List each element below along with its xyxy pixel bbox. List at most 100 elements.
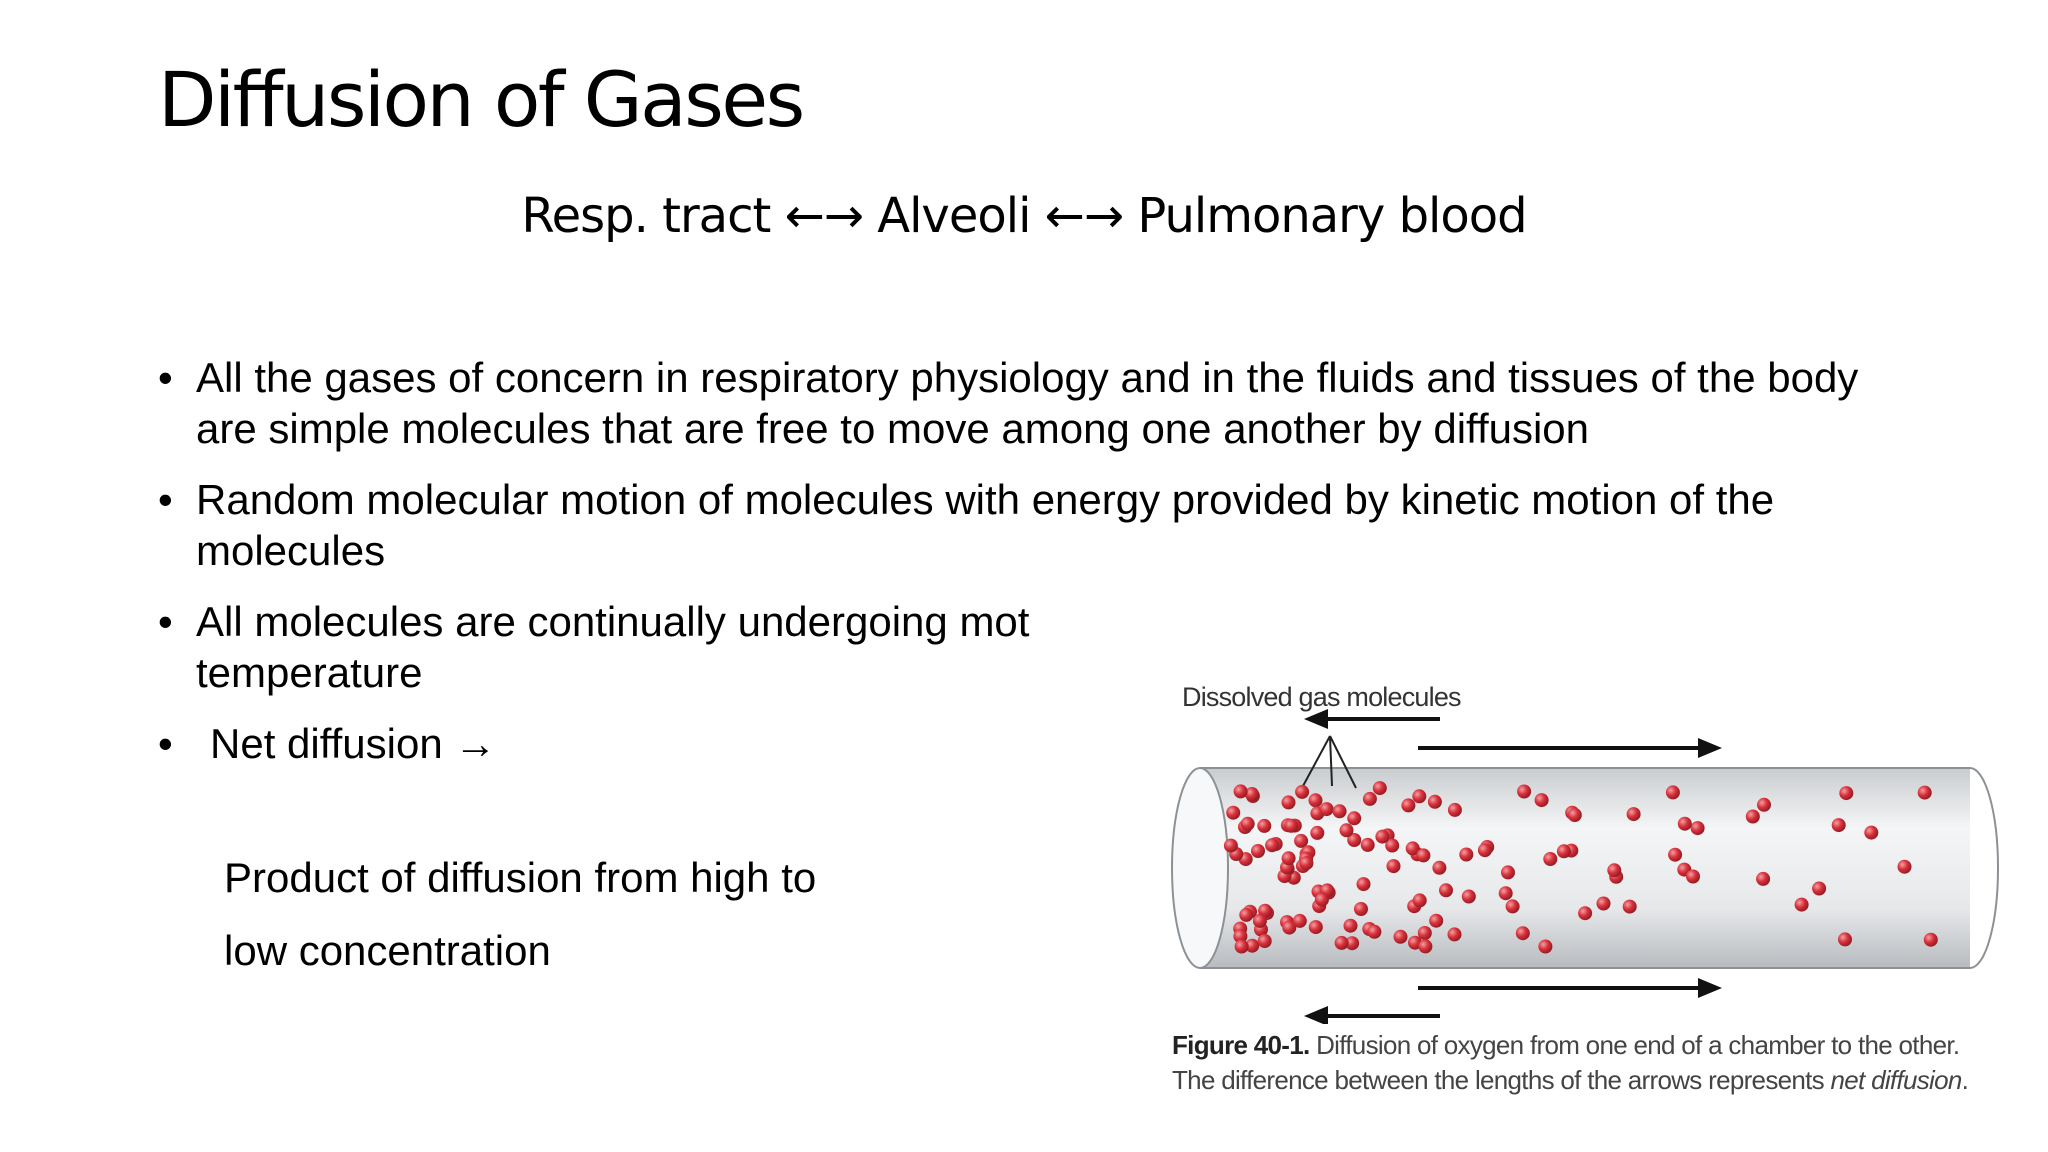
gas-molecule [1372, 781, 1387, 796]
top-left-arrow [1304, 709, 1440, 729]
gas-molecule [1360, 837, 1375, 852]
bullet-item: • All the gases of concern in respirator… [158, 352, 1918, 454]
bullet-list: • All the gases of concern in respirator… [158, 352, 1918, 769]
gas-molecule [1294, 833, 1309, 848]
gas-molecule [1319, 802, 1334, 817]
gas-molecule [1864, 825, 1879, 840]
gas-molecule [1332, 804, 1347, 819]
gas-molecule [1429, 913, 1444, 928]
gas-molecule [1345, 936, 1360, 951]
gas-molecule [1375, 829, 1390, 844]
figure-label: Dissolved gas molecules [1182, 682, 1462, 712]
gas-molecule [1812, 881, 1827, 896]
gas-molecule [1897, 859, 1912, 874]
gas-molecule [1367, 924, 1382, 939]
gas-molecule [1677, 816, 1692, 831]
bullet-marker: • [158, 354, 173, 401]
gas-molecule [1665, 785, 1680, 800]
gas-molecule [1292, 913, 1307, 928]
gas-molecule [1690, 821, 1705, 836]
figure-caption: Figure 40-1. Diffusion of oxygen from on… [1172, 1028, 1980, 1098]
gas-molecule [1607, 863, 1622, 878]
gas-molecule [1245, 938, 1260, 953]
gas-molecule [1757, 797, 1771, 812]
bottom-right-arrow [1418, 978, 1722, 998]
bullet-text-continuation: temperature [196, 649, 423, 696]
gas-molecules [1223, 781, 1938, 954]
bullet-item: • Net diffusion → [158, 718, 1918, 769]
gas-molecule [1240, 816, 1255, 831]
gas-molecule [1223, 838, 1238, 853]
gas-molecule [1626, 807, 1641, 822]
gas-molecule [1281, 795, 1296, 810]
gas-molecule [1556, 844, 1571, 859]
gas-molecule [1343, 918, 1358, 933]
gas-molecule [1432, 860, 1447, 875]
net-diffusion-detail-line: Product of diffusion from high to [224, 854, 817, 901]
gas-molecule [1745, 809, 1760, 824]
gas-molecule [1354, 902, 1368, 916]
gas-molecule [1477, 843, 1492, 858]
gas-molecule [1405, 841, 1420, 856]
gas-molecule [1233, 784, 1248, 799]
gas-molecule [1356, 877, 1371, 892]
bullet-text: Random molecular motion of molecules wit… [196, 476, 1775, 574]
gas-molecule [1308, 920, 1323, 935]
gas-molecule [1515, 926, 1530, 941]
gas-molecule [1252, 913, 1267, 928]
gas-molecule [1347, 811, 1362, 826]
gas-molecule [1596, 896, 1611, 911]
gas-molecule [1265, 838, 1280, 853]
gas-molecule [1622, 899, 1637, 914]
gas-molecule [1517, 784, 1532, 799]
gas-molecule [1257, 818, 1272, 833]
gas-molecule [1838, 932, 1852, 947]
gas-molecule [1282, 920, 1297, 935]
gas-molecule [1401, 798, 1416, 813]
gas-molecule [1314, 892, 1329, 907]
gas-molecule [1839, 786, 1854, 801]
slide-title: Diffusion of Gases [158, 55, 805, 144]
gas-molecule [1234, 939, 1249, 954]
gas-molecule [1668, 847, 1683, 862]
gas-molecule [1347, 833, 1362, 847]
gas-molecule [1393, 929, 1408, 944]
gas-molecule [1299, 856, 1314, 871]
gas-molecule [1362, 791, 1377, 806]
gas-molecule [1257, 934, 1272, 948]
gas-molecule [1534, 793, 1549, 808]
gas-molecule [1501, 865, 1515, 880]
bullet-item: • All molecules are continually undergoi… [158, 596, 1918, 698]
diffusion-chamber-diagram [1171, 709, 1999, 1024]
gas-molecule [1244, 787, 1259, 801]
top-right-arrow [1418, 738, 1722, 758]
gas-molecule [1417, 926, 1432, 940]
gas-molecule [1461, 889, 1476, 904]
gas-molecule [1412, 789, 1427, 804]
gas-molecule [1794, 897, 1809, 912]
gas-molecule [1756, 871, 1771, 886]
gas-molecule [1498, 886, 1513, 901]
gas-molecule [1459, 847, 1474, 862]
gas-molecule [1233, 929, 1248, 944]
gas-molecule [1295, 784, 1310, 799]
gas-molecule [1578, 906, 1593, 921]
bullet-marker: • [158, 598, 173, 645]
slide-subtitle: Resp. tract ←→ Alveoli ←→ Pulmonary bloo… [521, 188, 1527, 244]
gas-molecule [1310, 825, 1325, 840]
caption-number: Figure 40-1. [1172, 1030, 1310, 1060]
bullet-marker: • [158, 720, 173, 767]
gas-molecule [1505, 899, 1520, 914]
gas-molecule [1543, 852, 1558, 866]
caption-end: . [1961, 1065, 1969, 1095]
chamber-right-end [1969, 767, 1999, 969]
bullet-text: Net diffusion → [210, 720, 497, 767]
gas-molecule [1831, 818, 1846, 833]
gas-molecule [1239, 907, 1254, 922]
gas-molecule [1439, 883, 1453, 898]
gas-molecule [1226, 805, 1241, 820]
gas-molecule [1281, 851, 1296, 866]
label-pointer-lines [1302, 735, 1357, 789]
caption-italic: net diffusion [1830, 1065, 1963, 1095]
bullet-marker: • [158, 476, 173, 523]
